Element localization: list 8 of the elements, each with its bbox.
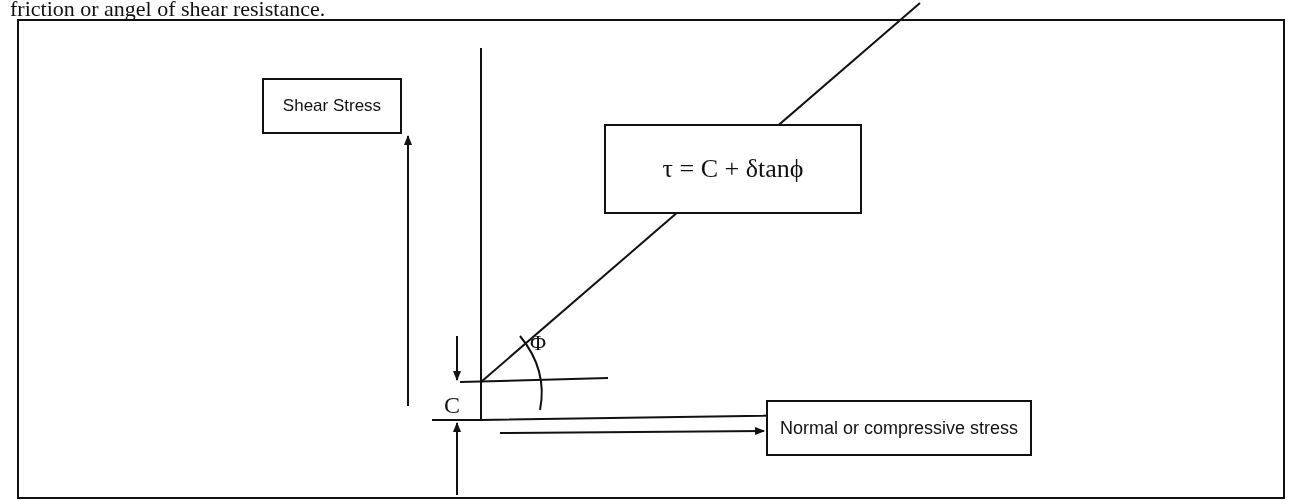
- equation-box: τ = C + δtanϕ: [604, 124, 862, 214]
- arrow: [404, 135, 412, 407]
- caption-text: friction or angel of shear resistance.: [10, 0, 326, 22]
- label-box: Normal or compressive stress: [766, 400, 1032, 456]
- axis-label: C: [444, 392, 460, 419]
- angle-label: Φ: [530, 330, 547, 356]
- label-box: Shear Stress: [262, 78, 402, 134]
- arrow: [499, 427, 765, 436]
